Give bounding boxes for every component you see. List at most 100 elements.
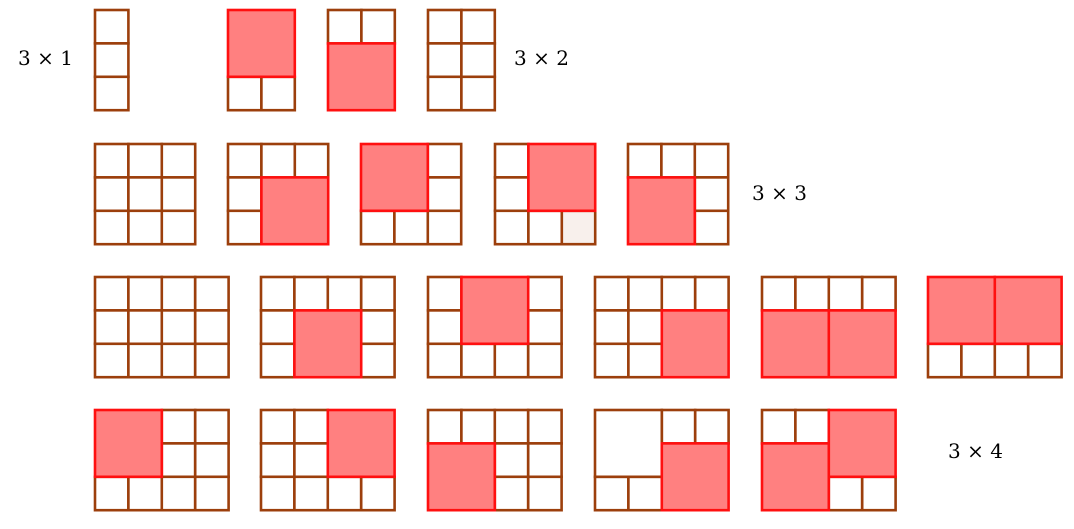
- large-white-square: [593, 408, 664, 479]
- unit-square: [593, 475, 630, 512]
- large-red-square: [993, 275, 1063, 346]
- tiling-figure: [426, 8, 497, 112]
- unit-square: [93, 8, 130, 45]
- tiling-figure: [760, 275, 897, 379]
- unit-square: [127, 475, 164, 512]
- unit-square: [493, 408, 530, 445]
- unit-square: [627, 342, 664, 379]
- unit-square: [627, 309, 664, 346]
- unit-square: [660, 142, 697, 179]
- tiling-figure: [93, 408, 230, 512]
- unit-square: [660, 275, 697, 312]
- unit-square: [193, 342, 230, 379]
- unit-square: [426, 209, 463, 246]
- unit-square: [293, 442, 330, 479]
- unit-square: [426, 408, 463, 445]
- unit-square: [460, 342, 497, 379]
- tiling-figure: [593, 275, 730, 379]
- unit-square: [93, 275, 130, 312]
- unit-square: [359, 309, 396, 346]
- unit-square: [127, 275, 164, 312]
- unit-square: [160, 442, 197, 479]
- unit-square: [627, 475, 664, 512]
- unit-square: [794, 275, 831, 312]
- unit-square: [660, 408, 697, 445]
- tiling-figure: [426, 275, 563, 379]
- unit-square: [426, 342, 463, 379]
- unit-square: [160, 209, 197, 246]
- unit-square: [493, 176, 530, 213]
- unit-square: [193, 408, 230, 445]
- unit-square: [293, 408, 330, 445]
- unit-square: [193, 275, 230, 312]
- large-red-square: [260, 176, 330, 246]
- unit-square: [360, 8, 397, 45]
- unit-square: [1026, 342, 1063, 379]
- unit-square: [259, 475, 296, 512]
- large-red-square: [660, 442, 730, 512]
- tiling-figure: [426, 408, 563, 512]
- unit-square: [226, 209, 263, 246]
- unit-square: [926, 342, 963, 379]
- unit-square: [593, 275, 630, 312]
- unit-square: [460, 8, 497, 45]
- tiling-figure: [926, 275, 1063, 379]
- unit-square: [693, 209, 730, 246]
- unit-square: [93, 142, 130, 179]
- unit-square: [426, 8, 463, 45]
- large-red-square: [926, 275, 997, 346]
- large-red-square: [293, 309, 363, 379]
- unit-square: [560, 209, 597, 246]
- unit-square: [526, 442, 563, 479]
- unit-square: [259, 408, 296, 445]
- large-red-square: [827, 309, 897, 379]
- unit-square: [593, 309, 630, 346]
- tiling-figure: [226, 8, 297, 112]
- unit-square: [93, 309, 130, 346]
- large-red-square: [527, 142, 597, 213]
- unit-square: [860, 275, 897, 312]
- unit-square: [93, 75, 130, 112]
- unit-square: [526, 309, 563, 346]
- unit-square: [960, 342, 997, 379]
- unit-square: [259, 309, 296, 346]
- unit-square: [993, 342, 1030, 379]
- tiling-figure: [226, 142, 330, 246]
- unit-square: [160, 475, 197, 512]
- unit-square: [693, 176, 730, 213]
- large-red-square: [760, 442, 831, 512]
- unit-square: [426, 275, 463, 312]
- unit-square: [226, 176, 263, 213]
- label-3x4: 3 × 4: [948, 439, 1003, 463]
- tiling-figure: [93, 275, 230, 379]
- large-red-square: [827, 408, 897, 479]
- unit-square: [326, 8, 363, 45]
- unit-square: [493, 442, 530, 479]
- large-red-square: [626, 176, 697, 246]
- unit-square: [259, 275, 296, 312]
- unit-square: [160, 275, 197, 312]
- unit-square: [426, 75, 463, 112]
- unit-square: [627, 275, 664, 312]
- unit-square: [526, 342, 563, 379]
- unit-square: [493, 209, 530, 246]
- unit-square: [460, 75, 497, 112]
- unit-square: [426, 176, 463, 213]
- large-red-square: [326, 408, 396, 479]
- unit-square: [160, 408, 197, 445]
- unit-square: [293, 142, 330, 179]
- unit-square: [359, 209, 396, 246]
- unit-square: [460, 42, 497, 79]
- unit-square: [393, 209, 430, 246]
- large-red-square: [760, 309, 831, 379]
- unit-square: [626, 142, 663, 179]
- large-red-square: [460, 275, 530, 346]
- unit-square: [93, 176, 130, 213]
- unit-square: [460, 408, 497, 445]
- unit-square: [293, 475, 330, 512]
- unit-square: [226, 75, 263, 112]
- tiling-figure: [493, 142, 597, 246]
- unit-square: [93, 475, 130, 512]
- unit-square: [760, 408, 797, 445]
